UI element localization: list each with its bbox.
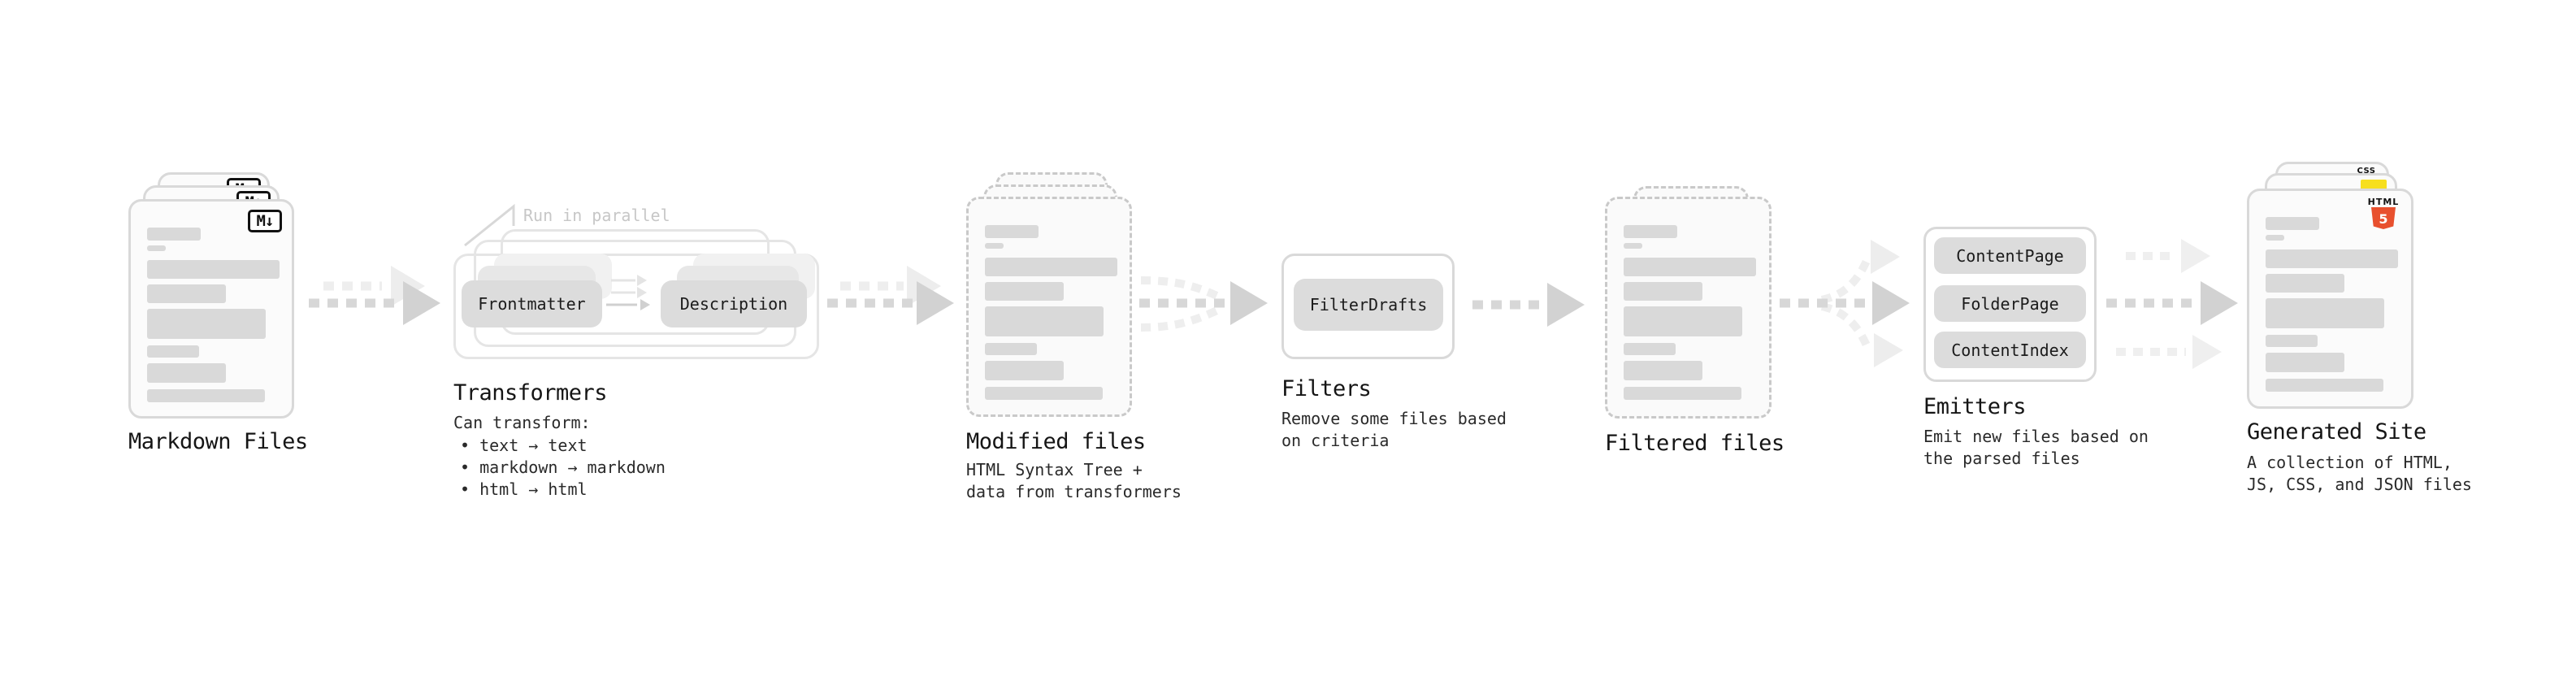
transform-bullet: • text → text [460,436,588,455]
emitter-box-folderpage: FolderPage [1934,285,2086,322]
skeleton-line [985,243,1004,249]
document-skeleton [2266,217,2399,397]
transform-bullet: • html → html [460,479,588,499]
document-skeleton [147,228,280,408]
skeleton-line [1624,361,1702,380]
skeleton-line [985,225,1039,238]
skeleton-line [1624,258,1756,276]
arrow-markdown-to-transformers [309,266,440,325]
emitter-box-contentpage: ContentPage [1934,237,2086,274]
stage-label: Modified files [966,429,1146,454]
skeleton-line [147,260,280,279]
transformers-group-box [453,254,819,359]
html5-icon-label: HTML [2367,197,2400,207]
skeleton-line [2266,335,2318,347]
stage-label: Transformers [453,380,608,406]
stage-label: Filtered files [1605,431,1785,456]
filter-box-filterdrafts: FilterDrafts [1294,279,1443,331]
css-icon-label: CSS [2357,167,2376,176]
document-card: HTML 5 [2247,189,2413,409]
transformer-box-description: Description [661,280,807,327]
markdown-icon: M↓ [248,210,282,232]
skeleton-line [2266,217,2319,230]
skeleton-line [2266,249,2398,268]
skeleton-line [147,345,199,358]
document-skeleton [985,225,1118,406]
arrow-filtered-to-emitters [1780,240,1910,367]
skeleton-line [147,228,201,241]
stage-description: Can transform: [453,413,591,432]
skeleton-line [985,282,1064,301]
skeleton-line [985,343,1037,355]
document-card: M↓ [128,199,294,419]
skeleton-line [147,284,226,303]
skeleton-line [2266,298,2384,328]
document-skeleton [1624,225,1757,406]
transformer-box-frontmatter: Frontmatter [462,280,602,327]
run-in-parallel-annotation: Run in parallel [523,206,670,225]
html5-icon-glyph: 5 [2379,211,2387,227]
skeleton-line [147,363,226,383]
skeleton-line [1624,243,1642,249]
skeleton-line [1624,306,1742,336]
markdown-icon-glyph: M↓ [256,212,275,230]
arrow-modified-to-filters [1139,276,1268,332]
skeleton-line [2266,379,2383,392]
arrow-emitters-to-generated [2106,239,2238,369]
skeleton-line [1624,282,1702,301]
skeleton-line [985,306,1104,336]
skeleton-line [985,387,1103,400]
skeleton-line [985,258,1117,276]
transform-bullet: • markdown → markdown [460,458,666,477]
html5-icon: HTML 5 [2366,197,2401,229]
html5-shield: 5 [2371,207,2396,229]
emitter-box-contentindex: ContentIndex [1934,332,2086,368]
stage-description: A collection of HTML, JS, CSS, and JSON … [2247,453,2472,494]
stage-description: HTML Syntax Tree + data from transformer… [966,460,1182,501]
document-card [1605,197,1772,419]
skeleton-line [2266,274,2344,293]
document-card [966,197,1132,417]
stage-label: Emitters [1923,394,2027,419]
skeleton-line [147,245,166,251]
skeleton-line [2266,235,2284,241]
skeleton-line [147,389,265,402]
stage-description: Remove some files based on criteria [1281,409,1507,450]
stage-label: Markdown Files [128,429,308,454]
skeleton-line [2266,353,2344,372]
stage-description: Emit new files based on the parsed files [1923,427,2149,468]
arrow-transformers-to-modified [827,266,954,325]
skeleton-line [1624,225,1677,238]
skeleton-line [147,309,266,339]
skeleton-line [1624,387,1741,400]
skeleton-line [1624,343,1676,355]
stage-label: Filters [1281,376,1372,401]
skeleton-line [985,361,1064,380]
stage-label: Generated Site [2247,419,2426,445]
arrow-filters-to-filtered [1472,283,1585,327]
